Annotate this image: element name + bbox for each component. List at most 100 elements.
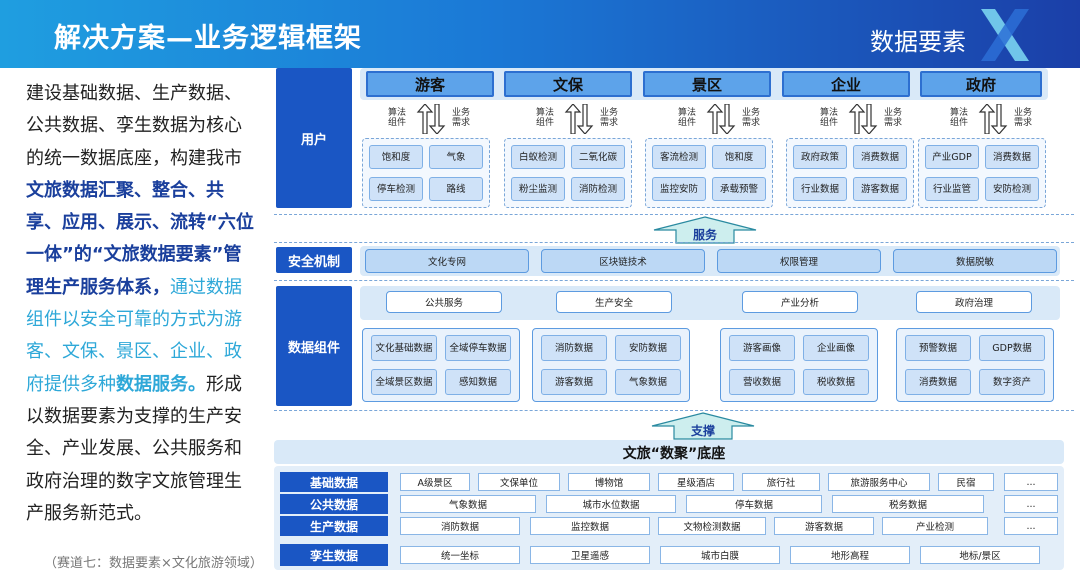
chip: 气象 [429, 145, 483, 169]
support-up-arrow-icon [651, 412, 755, 440]
base-cell: 城市水位数据 [546, 495, 676, 513]
user-arrow-0: 算法组件 业务需求 [384, 104, 494, 136]
chip: 消费数据 [905, 369, 971, 395]
base-cell: 税务数据 [832, 495, 984, 513]
chip: 游客画像 [729, 335, 795, 361]
security-item: 数据脱敏 [893, 249, 1057, 273]
user-group-enterprise: 政府政策 消费数据 行业数据 游客数据 [786, 138, 914, 208]
user-head-government: 政府 [920, 71, 1042, 97]
intro-p4: 数据服务。 [116, 373, 206, 395]
divider [274, 242, 1074, 243]
component-service: 公共服务 [386, 291, 502, 313]
chip: 行业数据 [793, 177, 847, 201]
chip: 饱和度 [712, 145, 766, 169]
chip: 消防数据 [541, 335, 607, 361]
base-cell: 地形高程 [790, 546, 910, 564]
up-down-arrows-icon [978, 104, 1008, 134]
base-cell: ... [1004, 473, 1058, 491]
intro-text: 建设基础数据、生产数据、公共数据、孪生数据为核心的统一数据底座，构建我市文旅数据… [26, 78, 256, 530]
intro-p1: 建设基础数据、生产数据、公共数据、孪生数据为核心的统一数据底座，构建我市 [26, 83, 242, 169]
base-cell: 地标/景区 [920, 546, 1040, 564]
base-cell: A级景区 [400, 473, 470, 491]
chip: 气象数据 [615, 369, 681, 395]
component-group: 游客画像 企业画像 营收数据 税收数据 [720, 328, 878, 402]
base-cell: 旅游服务中心 [828, 473, 930, 491]
up-down-arrows-icon [848, 104, 878, 134]
base-cell: 旅行社 [742, 473, 820, 491]
base-cell: ... [1004, 517, 1058, 535]
base-cell: 停车数据 [686, 495, 822, 513]
chip: 全域停车数据 [445, 335, 511, 361]
chip: 政府政策 [793, 145, 847, 169]
user-group-tourist: 饱和度 气象 停车检测 路线 [362, 138, 490, 208]
base-cell: 星级酒店 [658, 473, 734, 491]
base-row-label: 基础数据 [280, 472, 388, 492]
chip: 税收数据 [803, 369, 869, 395]
chip: 游客数据 [853, 177, 907, 201]
component-service: 产业分析 [742, 291, 858, 313]
base-cell: 民宿 [938, 473, 994, 491]
base-cell: 文保单位 [478, 473, 560, 491]
chip: 文化基础数据 [371, 335, 437, 361]
support-arrow-label: 支撑 [690, 424, 715, 438]
chip: 路线 [429, 177, 483, 201]
divider [274, 214, 1074, 215]
component-group: 消防数据 安防数据 游客数据 气象数据 [532, 328, 690, 402]
intro-p5: 形成以数据要素为支撑的生产安全、产业发展、公共服务和政府治理的数字文旅管理生产服… [26, 373, 242, 524]
divider [274, 410, 1074, 411]
base-cell: 统一坐标 [400, 546, 520, 564]
component-group: 文化基础数据 全域停车数据 全域景区数据 感知数据 [362, 328, 520, 402]
service-up-arrow-icon [653, 216, 757, 244]
chip: 数字资产 [979, 369, 1045, 395]
chip: 全域景区数据 [371, 369, 437, 395]
chip: 行业监管 [925, 177, 979, 201]
header-bar: 解决方案—业务逻辑框架 数据要素 [0, 0, 1080, 68]
security-item: 权限管理 [717, 249, 881, 273]
intro-p3: 通过数据组件以安全可靠的方式为游客、文保、景区、企业、政府提供多种 [26, 276, 242, 395]
up-down-arrows-icon [706, 104, 736, 134]
base-row-label: 公共数据 [280, 494, 388, 514]
chip: 粉尘监测 [511, 177, 565, 201]
user-group-heritage: 白蚁检测 二氧化碳 粉尘监测 消防检测 [504, 138, 632, 208]
base-cell: 消防数据 [400, 517, 520, 535]
layer-label-users: 用户 [276, 68, 352, 208]
component-service: 政府治理 [916, 291, 1032, 313]
base-cell: 城市白膜 [660, 546, 780, 564]
user-group-scenic: 客流检测 饱和度 监控安防 承载预警 [645, 138, 773, 208]
base-row-label: 孪生数据 [280, 544, 388, 566]
chip: 安防数据 [615, 335, 681, 361]
base-row-label: 生产数据 [280, 516, 388, 536]
base-cell: 博物馆 [568, 473, 650, 491]
base-title: 文旅“数聚”底座 [622, 446, 726, 462]
chip: 白蚁检测 [511, 145, 565, 169]
up-down-arrows-icon [564, 104, 594, 134]
user-head-scenic: 景区 [643, 71, 771, 97]
chip: 安防检测 [985, 177, 1039, 201]
architecture-diagram: 用户 游客 文保 景区 企业 政府 算法组件 业务需求 算法组件 业务需求 算法… [274, 66, 1074, 575]
chip: 消费数据 [853, 145, 907, 169]
base-cell: 监控数据 [530, 517, 650, 535]
chip: 感知数据 [445, 369, 511, 395]
chip: 二氧化碳 [571, 145, 625, 169]
base-cell: 游客数据 [774, 517, 874, 535]
component-group: 预警数据 GDP数据 消费数据 数字资产 [896, 328, 1054, 402]
chip: 消费数据 [985, 145, 1039, 169]
chip: 客流检测 [652, 145, 706, 169]
chip: 停车检测 [369, 177, 423, 201]
base-title-band [274, 440, 1064, 464]
user-head-tourist: 游客 [366, 71, 494, 97]
base-cell: 文物检测数据 [658, 517, 766, 535]
service-arrow-label: 服务 [692, 228, 717, 242]
user-group-government: 产业GDP 消费数据 行业监管 安防检测 [918, 138, 1046, 208]
user-arrow-2: 算法组件 业务需求 [674, 104, 784, 136]
user-head-enterprise: 企业 [782, 71, 910, 97]
chip: GDP数据 [979, 335, 1045, 361]
base-cell: 产业检测 [882, 517, 988, 535]
brand-name: 数据要素 [870, 28, 966, 56]
layer-label-security: 安全机制 [276, 247, 352, 273]
security-item: 区块链技术 [541, 249, 705, 273]
page-title: 解决方案—业务逻辑框架 [54, 23, 362, 54]
component-service: 生产安全 [556, 291, 672, 313]
security-item: 文化专网 [365, 249, 529, 273]
base-cell: 气象数据 [400, 495, 536, 513]
